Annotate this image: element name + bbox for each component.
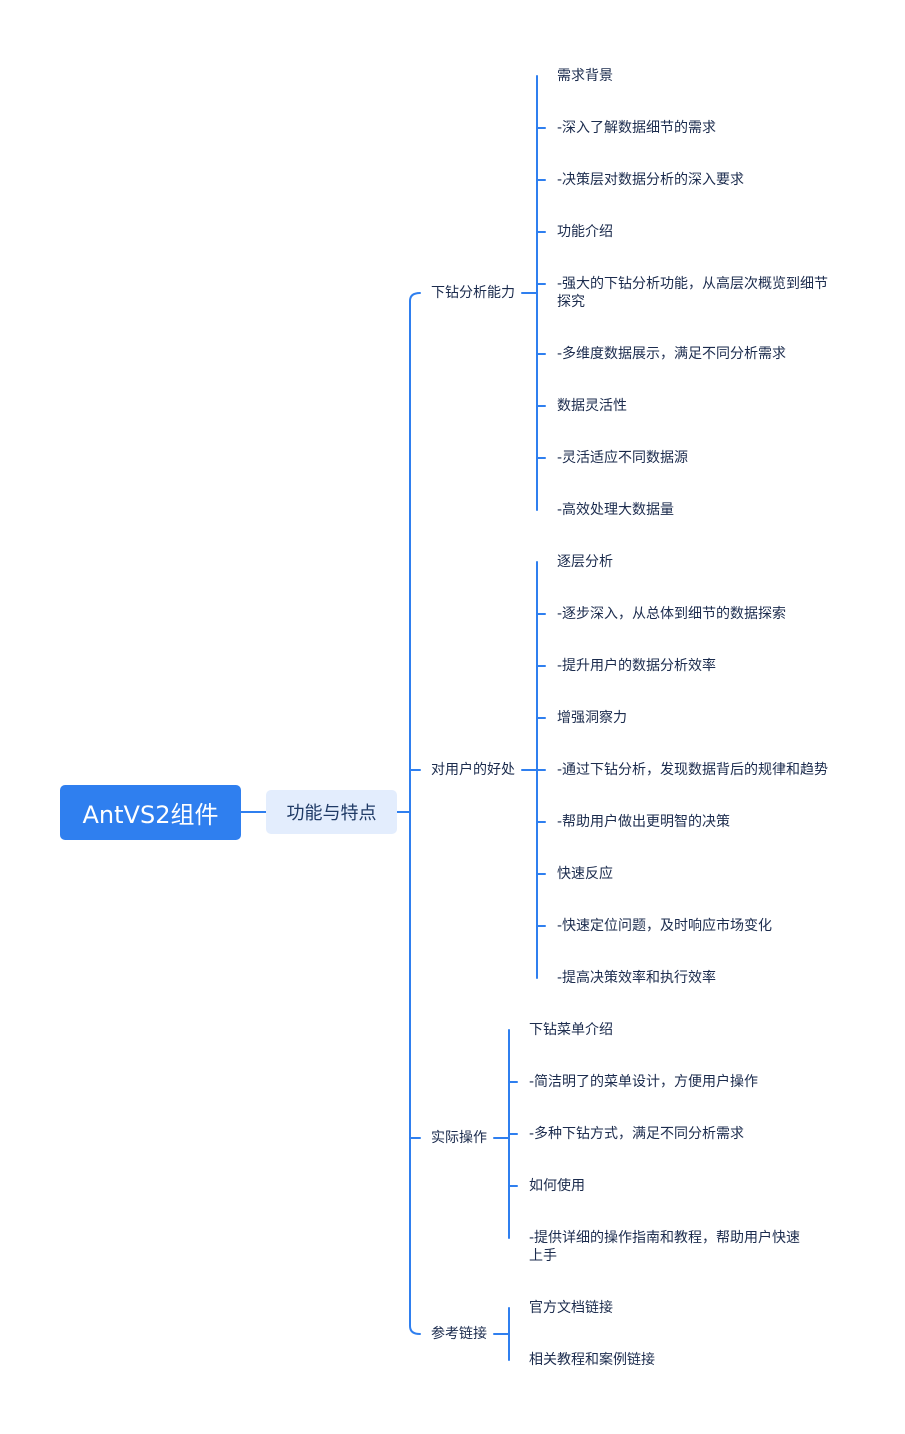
leaf-node[interactable]: 下钻菜单介绍 [529, 1022, 613, 1038]
leaf-node[interactable]: -灵活适应不同数据源 [557, 450, 689, 466]
branch-node[interactable]: 下钻分析能力 [431, 285, 515, 301]
leaf-node[interactable]: -通过下钻分析，发现数据背后的规律和趋势 [557, 762, 829, 778]
leaf-node[interactable]: -简洁明了的菜单设计，方便用户操作 [529, 1074, 759, 1090]
branch-node[interactable]: 实际操作 [431, 1130, 487, 1146]
leaf-node[interactable]: 快速反应 [557, 866, 613, 882]
leaf-node[interactable]: -提供详细的操作指南和教程，帮助用户快速上手 [529, 1230, 801, 1264]
leaf-node[interactable]: 增强洞察力 [557, 710, 627, 726]
leaf-node[interactable]: 数据灵活性 [557, 398, 627, 414]
topic-node[interactable]: 功能与特点 [266, 790, 397, 834]
leaf-node[interactable]: -高效处理大数据量 [557, 502, 675, 518]
leaf-node[interactable]: 逐层分析 [557, 554, 613, 570]
leaf-node[interactable]: 功能介绍 [557, 224, 613, 240]
leaf-node[interactable]: -提升用户的数据分析效率 [557, 658, 717, 674]
leaf-node[interactable]: -决策层对数据分析的深入要求 [557, 172, 745, 188]
leaf-node[interactable]: -逐步深入，从总体到细节的数据探索 [557, 606, 787, 622]
leaf-node[interactable]: 需求背景 [557, 68, 613, 84]
leaf-node[interactable]: -深入了解数据细节的需求 [557, 120, 717, 136]
leaf-node[interactable]: -强大的下钻分析功能，从高层次概览到细节探究 [557, 276, 829, 310]
leaf-node[interactable]: -帮助用户做出更明智的决策 [557, 814, 731, 830]
root-node[interactable]: AntVS2组件 [60, 785, 241, 840]
branch-node[interactable]: 参考链接 [431, 1326, 487, 1342]
leaf-node[interactable]: -快速定位问题，及时响应市场变化 [557, 918, 773, 934]
leaf-node[interactable]: -提高决策效率和执行效率 [557, 970, 717, 986]
leaf-node[interactable]: 如何使用 [529, 1178, 585, 1194]
leaf-node[interactable]: 官方文档链接 [529, 1300, 613, 1316]
leaf-node[interactable]: -多维度数据展示，满足不同分析需求 [557, 346, 787, 362]
branch-node[interactable]: 对用户的好处 [431, 762, 515, 778]
leaf-node[interactable]: -多种下钻方式，满足不同分析需求 [529, 1126, 745, 1142]
connector-line [409, 292, 421, 1335]
leaf-node[interactable]: 相关教程和案例链接 [529, 1352, 655, 1368]
